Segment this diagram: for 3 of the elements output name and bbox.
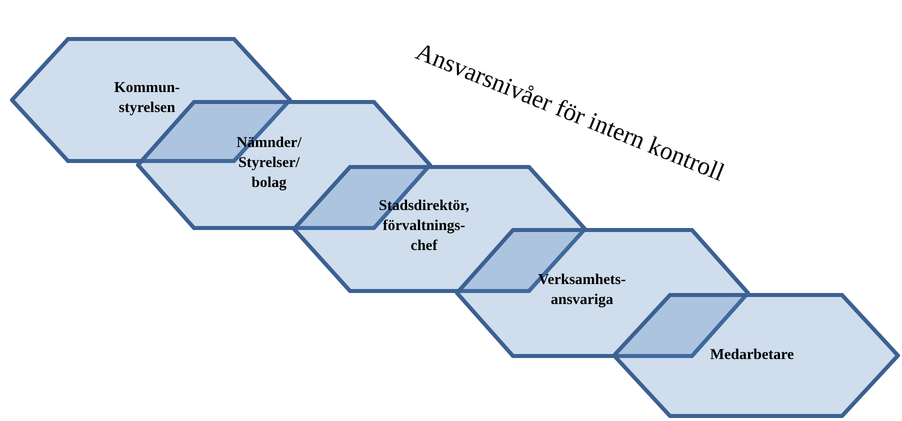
node-label: Kommun- styrelsen xyxy=(113,79,181,118)
node-label: Medarbetare xyxy=(709,346,795,365)
node-label: Verksamhets- ansvariga xyxy=(537,271,627,310)
